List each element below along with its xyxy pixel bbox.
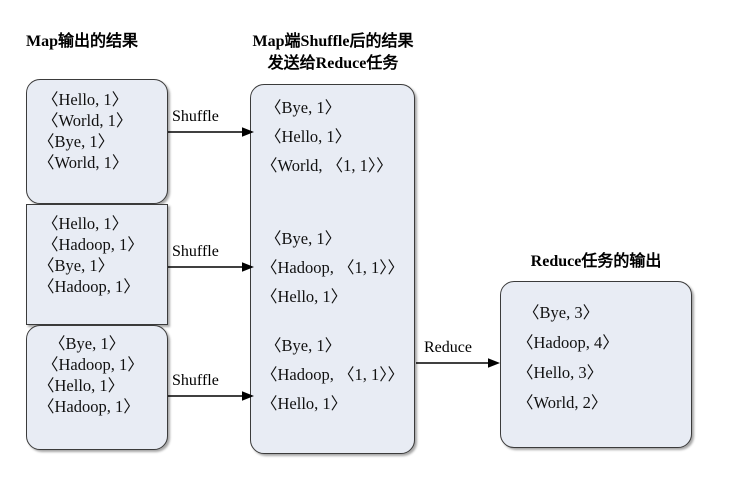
arrow-label-shuffle-1: Shuffle <box>172 108 219 125</box>
map-box-1-line-1: 〈Hello, 1〉 <box>42 90 129 109</box>
map-box-1-line-4: 〈World, 1〉 <box>38 153 129 172</box>
arrow-label-shuffle-2: Shuffle <box>172 243 219 260</box>
map-output-box-1: 〈Hello, 1〉 〈World, 1〉 〈Bye, 1〉 〈World, 1… <box>26 79 168 204</box>
reduce-line-1: 〈Bye, 3〉 <box>523 303 600 322</box>
shuffle-arrow-3 <box>168 391 254 401</box>
map-box-1-line-2: 〈World, 1〉 <box>42 111 133 130</box>
heading-shuffle-line1: Map端Shuffle后的结果 <box>252 33 414 50</box>
map-output-box-3: 〈Bye, 1〉 〈Hadoop, 1〉 〈Hello, 1〉 〈Hadoop,… <box>26 325 168 450</box>
reduce-line-2: 〈Hadoop, 4〉 <box>517 333 619 352</box>
shuffle-g1-line-3: 〈World, 〈1, 1〉〉 <box>261 156 393 175</box>
shuffle-g2-line-1: 〈Bye, 1〉 <box>265 229 342 248</box>
reduce-line-4: 〈World, 2〉 <box>517 393 608 412</box>
map-box-3-line-2: 〈Hadoop, 1〉 <box>42 355 144 374</box>
map-box-2-line-4: 〈Hadoop, 1〉 <box>38 277 140 296</box>
heading-shuffle-line2: 发送给Reduce任务 <box>267 55 399 72</box>
shuffle-g2-line-3: 〈Hello, 1〉 <box>261 287 348 306</box>
heading-reduce-output: Reduce任务的输出 <box>530 253 662 270</box>
shuffle-result-box: 〈Bye, 1〉 〈Hello, 1〉 〈World, 〈1, 1〉〉 〈Bye… <box>250 84 415 454</box>
map-box-2-line-2: 〈Hadoop, 1〉 <box>42 235 144 254</box>
shuffle-g2-line-2: 〈Hadoop, 〈1, 1〉〉 <box>261 258 404 277</box>
shuffle-g3-line-2: 〈Hadoop, 〈1, 1〉〉 <box>261 365 404 384</box>
reduce-line-3: 〈Hello, 3〉 <box>517 363 604 382</box>
heading-map-output: Map输出的结果 <box>26 33 139 50</box>
shuffle-arrow-1 <box>168 127 254 137</box>
map-box-1-line-3: 〈Bye, 1〉 <box>38 132 115 151</box>
map-box-2-line-3: 〈Bye, 1〉 <box>38 256 115 275</box>
arrow-label-reduce: Reduce <box>424 339 472 356</box>
shuffle-g1-line-2: 〈Hello, 1〉 <box>265 127 352 146</box>
arrow-label-shuffle-3: Shuffle <box>172 372 219 389</box>
map-box-3-line-3: 〈Hello, 1〉 <box>38 376 125 395</box>
reduce-arrow <box>416 358 500 368</box>
map-box-2-line-1: 〈Hello, 1〉 <box>42 214 129 233</box>
shuffle-arrow-2 <box>168 262 254 272</box>
shuffle-g3-line-3: 〈Hello, 1〉 <box>261 394 348 413</box>
map-box-3-line-1: 〈Bye, 1〉 <box>49 334 126 353</box>
shuffle-g1-line-1: 〈Bye, 1〉 <box>265 98 342 117</box>
map-box-3-line-4: 〈Hadoop, 1〉 <box>38 397 140 416</box>
shuffle-g3-line-1: 〈Bye, 1〉 <box>265 336 342 355</box>
reduce-output-box: 〈Bye, 3〉 〈Hadoop, 4〉 〈Hello, 3〉 〈World, … <box>500 281 692 448</box>
map-output-box-2: 〈Hello, 1〉 〈Hadoop, 1〉 〈Bye, 1〉 〈Hadoop,… <box>26 204 168 325</box>
